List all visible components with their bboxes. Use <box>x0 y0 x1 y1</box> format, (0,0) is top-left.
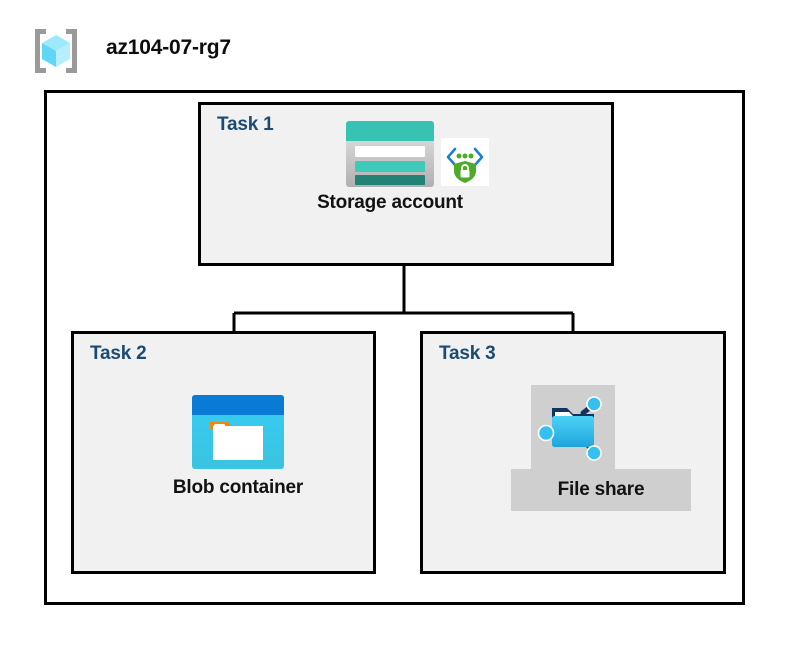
blob-container-icon <box>190 393 286 471</box>
task-3-label: Task 3 <box>439 343 496 364</box>
storage-account-caption: Storage account <box>317 192 463 213</box>
storage-account-icon <box>345 120 435 188</box>
file-share-caption: File share <box>557 479 645 500</box>
task-2-label: Task 2 <box>90 343 147 364</box>
resource-group-header: az104-07-rg7 <box>30 26 330 76</box>
file-share-icon <box>535 389 611 465</box>
resource-group-icon <box>30 26 82 76</box>
file-share-label-highlight <box>511 469 691 511</box>
task-1-label: Task 1 <box>217 114 274 135</box>
secure-endpoint-shield-icon <box>441 138 489 186</box>
blob-container-caption: Blob container <box>172 477 304 498</box>
resource-group-title: az104-07-rg7 <box>106 36 231 59</box>
